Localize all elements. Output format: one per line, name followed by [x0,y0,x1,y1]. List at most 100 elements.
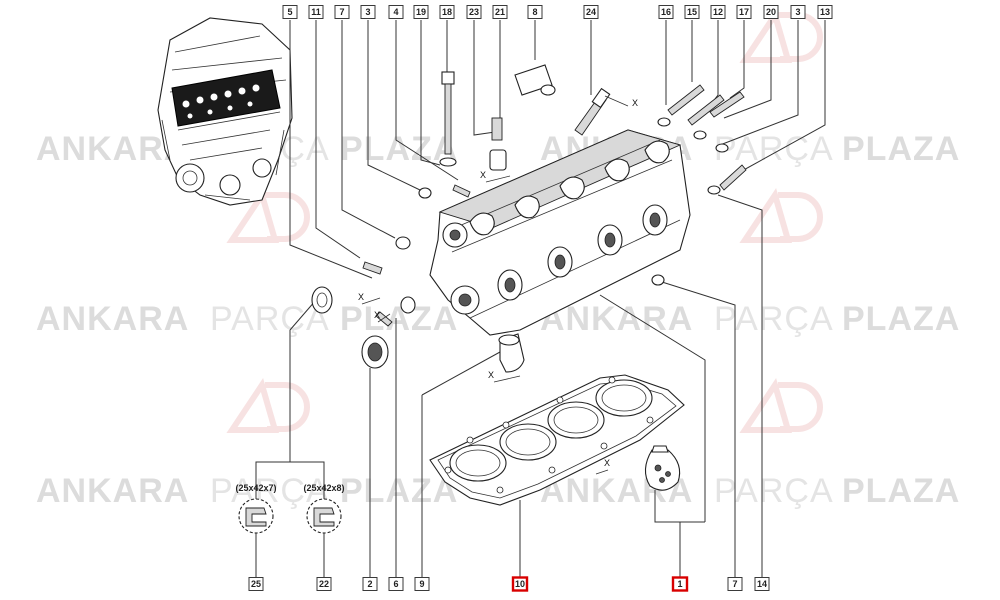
callout-number: 3 [365,7,370,17]
gasket-cylinder-bores [449,379,653,482]
watermark-word-light: PARÇA [210,472,330,510]
callout-7: 7 [334,5,350,19]
callout-box [492,5,508,19]
callout-10: 10 [511,576,529,592]
callout-5: 5 [282,5,298,19]
callout-box [511,576,529,592]
callout-box [388,5,404,19]
head-gasket [429,374,685,506]
callout-box [710,5,726,19]
callout-box [248,577,264,591]
callout-6: 6 [388,577,404,591]
callout-number: 1 [677,579,682,589]
callout-11: 11 [308,5,324,19]
callout-7: 7 [727,577,743,591]
watermark-word-light: PARÇA [210,300,330,338]
callout-21: 21 [492,5,508,19]
callout-1: 1 [671,576,689,592]
callout-box [308,5,324,19]
camshaft-bearings [469,140,670,236]
callout-box [414,577,430,591]
callout-18: 18 [439,5,455,19]
dimension-x-marker: X [374,310,380,320]
callout-number: 12 [713,7,723,17]
watermark-logo [226,7,823,433]
hardware-bag [644,445,681,491]
small-parts [311,64,747,373]
cylinder-head [429,129,691,336]
callout-number: 20 [766,7,776,17]
tappet-8 [514,64,556,96]
seal-size-label: (25x42x7) [235,483,276,493]
callout-box [527,5,543,19]
callout-box [817,5,833,19]
watermark-word-light: PARÇA [714,300,834,338]
callout-number: 14 [757,579,767,589]
callout-4: 4 [388,5,404,19]
camshaft-seals [311,286,416,369]
callout-number: 24 [586,7,596,17]
watermark-word-light: PARÇA [714,472,834,510]
callout-number: 19 [416,7,426,17]
callout-number: 8 [532,7,537,17]
engine-thumbnail [157,17,293,206]
studs-top-right [657,84,747,195]
callout-3: 3 [790,5,806,19]
callout-box [736,5,752,19]
callout-box [727,577,743,591]
watermark-row-2: ANKARA PARÇA PLAZA ANKARA PARÇA PLAZA [36,300,959,338]
callout-box [684,5,700,19]
watermark-word-light: PARÇA [714,130,834,168]
callout-box [413,5,429,19]
callout-box [362,577,378,591]
callout-2: 2 [362,577,378,591]
callout-box [388,577,404,591]
callout-box [282,5,298,19]
callout-box [790,5,806,19]
callout-box [316,577,332,591]
dimension-x-marker: X [358,292,364,302]
dimension-x-marker: X [604,458,610,468]
callout-number: 5 [287,7,292,17]
callout-box [583,5,599,19]
watermark-word-bold: PLAZA [340,130,458,168]
callout-13: 13 [817,5,833,19]
callout-number: 17 [739,7,749,17]
callout-number: 10 [515,579,525,589]
callout-number: 22 [319,579,329,589]
callout-number: 6 [393,579,398,589]
callout-number: 18 [442,7,452,17]
dimension-x-marker: X [488,370,494,380]
watermark-word-bold: PLAZA [842,472,960,510]
callout-box [466,5,482,19]
dimension-x-marker: X [632,98,638,108]
seal-details: (25x42x7) (25x42x8) [235,483,345,534]
valve-guide-23 [489,117,507,171]
callout-number: 9 [419,579,424,589]
callout-17: 17 [736,5,752,19]
callout-8: 8 [527,5,543,19]
watermark-word-bold: PLAZA [340,472,458,510]
callout-box [754,577,770,591]
callout-19: 19 [413,5,429,19]
engine-cylinder-head-highlight [171,69,281,127]
watermark-word-bold: ANKARA [36,472,189,510]
callout-number: 21 [495,7,505,17]
dowel-7 [651,274,665,286]
callout-box [671,576,689,592]
dimension-markers: X X X X X X [358,95,638,475]
callout-box [763,5,779,19]
callout-number: 4 [393,7,398,17]
callout-12: 12 [710,5,726,19]
callout-box [334,5,350,19]
callout-25: 25 [248,577,264,591]
callout-number: 15 [687,7,697,17]
injector-24 [574,87,611,136]
elbow-pipe [498,333,525,373]
watermark-word-bold: PLAZA [842,130,960,168]
callout-3: 3 [360,5,376,19]
seal-size-label: (25x42x8) [303,483,344,493]
watermark-word-bold: ANKARA [36,300,189,338]
